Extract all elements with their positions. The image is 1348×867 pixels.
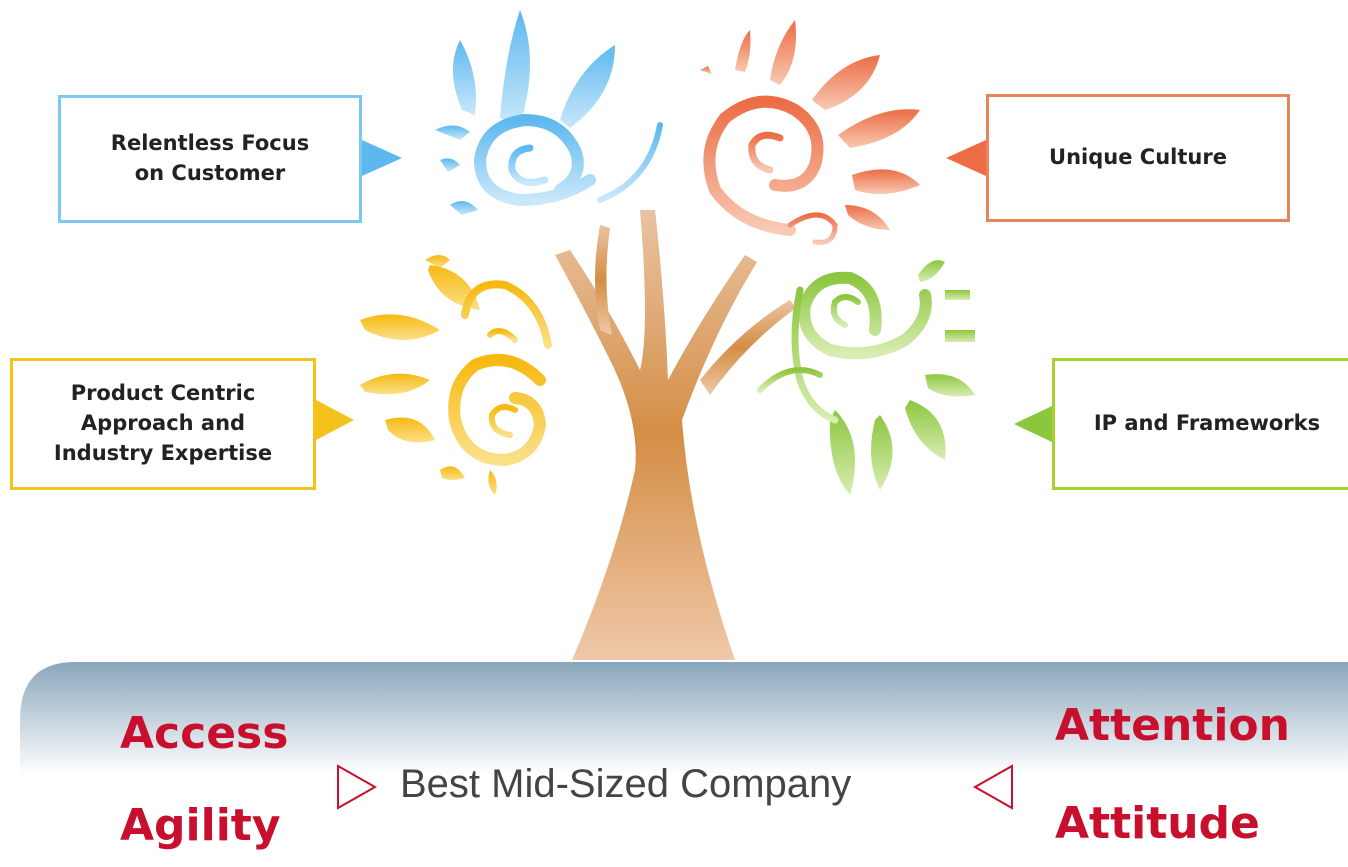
pillar-culture-label: Unique Culture	[1049, 145, 1227, 170]
pillar-customer-box: Relentless Focus on Customer	[58, 95, 362, 223]
pillar-product-line2: Approach and	[80, 411, 246, 436]
triangle-left-outline-icon	[972, 764, 1013, 810]
pillar-product-line3: Industry Expertise	[53, 440, 273, 465]
pillar-ip-box: IP and Frameworks	[1052, 358, 1348, 490]
ground-word-attention: Attention	[1055, 700, 1290, 751]
blue-swirl-icon	[435, 10, 663, 215]
orange-pointer	[946, 140, 986, 176]
green-swirl-icon	[757, 260, 975, 495]
tagline: Best Mid-Sized Company	[400, 762, 852, 806]
pillar-ip-label: IP and Frameworks	[1093, 411, 1321, 436]
pillar-product-line1: Product Centric	[70, 381, 256, 406]
blue-pointer	[362, 140, 402, 176]
triangle-right-outline-icon	[337, 764, 378, 810]
pillar-customer-line1: Relentless Focus	[110, 131, 310, 156]
pillar-culture-box: Unique Culture	[986, 94, 1290, 222]
ground-word-attitude: Attitude	[1055, 798, 1260, 849]
pillar-customer-line2: on Customer	[134, 161, 286, 185]
trunk	[555, 210, 796, 660]
ground-word-agility: Agility	[120, 800, 281, 851]
ground-band	[20, 662, 1348, 867]
yellow-swirl-icon	[360, 255, 552, 495]
yellow-pointer	[316, 400, 354, 440]
ground-word-access: Access	[120, 708, 289, 759]
pillar-product-box: Product Centric Approach and Industry Ex…	[10, 358, 316, 490]
orange-swirl-icon	[700, 20, 920, 245]
green-pointer	[1014, 406, 1052, 442]
